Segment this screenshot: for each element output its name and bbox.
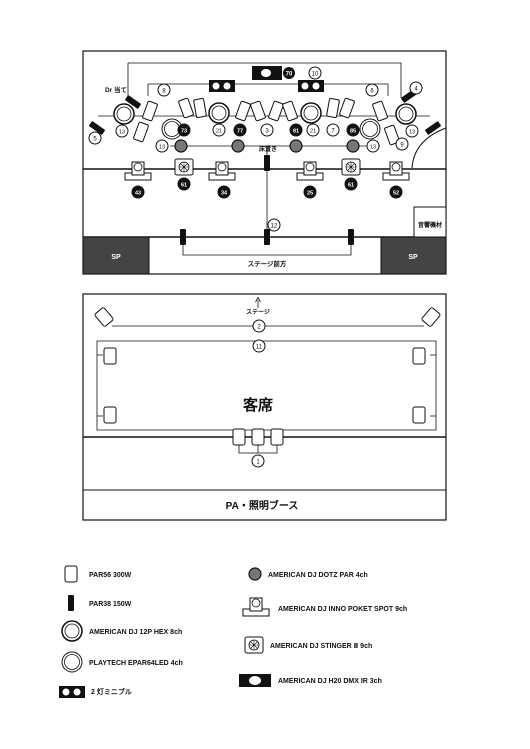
svg-text:52: 52 [393,191,399,197]
legend-item-dotz: AMERICAN DJ DOTZ PAR 4ch [268,572,368,579]
ch-label-12: 12 [267,218,281,232]
ch-label-52: 52 [389,185,403,199]
spot-icon [242,597,270,617]
ch-label-8: 8 [157,83,171,97]
svg-text:9: 9 [400,143,404,149]
svg-text:73: 73 [181,129,187,135]
par38-icon [68,595,74,611]
svg-text:4: 4 [414,87,418,93]
svg-text:13: 13 [370,145,376,151]
svg-text:21: 21 [216,129,222,135]
legend-item-hex: AMERICAN DJ 12P HEX 8ch [89,629,182,636]
ch-label-9: 9 [395,137,409,151]
svg-text:10: 10 [312,72,319,78]
ch-label-7: 7 [326,123,340,137]
legend-item-h20: AMERICAN DJ H20 DMX IR 3ch [278,678,382,685]
stage-front-label: ステージ前方 [248,259,287,268]
ch-label-70: 70 [283,67,295,79]
audio-equipment-box [413,206,447,238]
svg-text:6: 6 [370,89,374,95]
ch-label-11: 11 [252,339,266,353]
svg-text:13: 13 [119,130,125,136]
speaker-left [82,236,150,275]
epar-icon [61,651,83,673]
svg-text:13: 13 [159,145,165,151]
ch-label-73: 73 [177,123,191,137]
ch-label-21a: 21 [212,123,226,137]
speaker-left-label: SP [111,254,121,261]
ch-label-1: 1 [251,454,265,468]
ch-label-3: 3 [260,123,274,137]
legend-item-epar: PLAYTECH EPAR64LED 4ch [89,660,183,667]
ch-label-13c: 13 [155,139,169,153]
svg-text:43: 43 [135,191,141,197]
seats-label: 客席 [242,396,273,414]
dotz-icon [248,567,262,581]
svg-text:70: 70 [286,72,293,78]
svg-text:61: 61 [181,183,187,189]
legend-item-stinger: AMERICAN DJ STINGER Ⅱ 9ch [270,643,372,650]
dr-label: Dr 当て [105,85,127,94]
legend-item-mini-blinder: 2 灯ミニブル [91,687,132,696]
booth-label: PA・照明ブース [226,499,299,512]
svg-text:61: 61 [348,183,354,189]
ch-label-81: 81 [289,123,303,137]
stage-plan: SP SP 音響機材 70 10 Dr 当て 4 5 13 13 13 13 [82,50,447,275]
svg-text:3: 3 [265,129,269,135]
svg-text:85: 85 [350,129,356,135]
ch-label-13b: 13 [405,124,419,138]
ch-label-6: 6 [365,83,379,97]
legend-item-par38: PAR38 150W [89,601,132,608]
ch-label-5: 5 [88,131,102,145]
ch-label-77: 77 [233,123,247,137]
svg-text:12: 12 [271,224,278,230]
ch-label-61b: 61 [344,177,358,191]
ch-label-34: 34 [217,185,231,199]
audio-equipment-label: 音響機材 [418,221,442,229]
svg-text:25: 25 [307,191,313,197]
ch-label-10: 10 [308,66,322,80]
svg-text:11: 11 [256,345,263,351]
svg-text:1: 1 [256,460,260,466]
svg-text:81: 81 [293,129,299,135]
hex-icon [61,620,83,642]
h20-lens [261,69,271,77]
floor-label: 床置き [259,145,277,153]
legend: PAR56 300W PAR38 150W AMERICAN DJ 12P HE… [59,565,407,698]
ch-label-13d: 13 [366,139,380,153]
svg-text:21: 21 [310,129,316,135]
legend-item-par56: PAR56 300W [89,572,132,579]
ch-label-61a: 61 [177,177,191,191]
ch-label-13a: 13 [115,124,129,138]
ch-label-43: 43 [131,185,145,199]
ch-label-2: 2 [252,319,266,333]
ch-label-4: 4 [409,81,423,95]
svg-text:77: 77 [237,129,243,135]
stinger-icon [244,636,264,654]
svg-text:7: 7 [331,129,335,135]
svg-text:13: 13 [409,130,415,136]
legend-item-spot: AMERICAN DJ INNO POKET SPOT 9ch [278,606,407,613]
mini-blinder-icon [59,686,85,698]
svg-text:34: 34 [221,191,228,197]
svg-text:5: 5 [93,137,97,143]
par56-icon [64,565,78,583]
ch-label-21b: 21 [306,123,320,137]
stage-direction-label: ステージ [246,309,270,316]
ch-label-85: 85 [346,123,360,137]
h20-icon [239,674,271,687]
speaker-right-label: SP [408,254,418,261]
ch-label-25: 25 [303,185,317,199]
hall-plan: ステージ 2 11 客席 1 PA・照明ブース [82,293,447,521]
svg-text:8: 8 [162,89,166,95]
svg-text:2: 2 [257,325,261,331]
